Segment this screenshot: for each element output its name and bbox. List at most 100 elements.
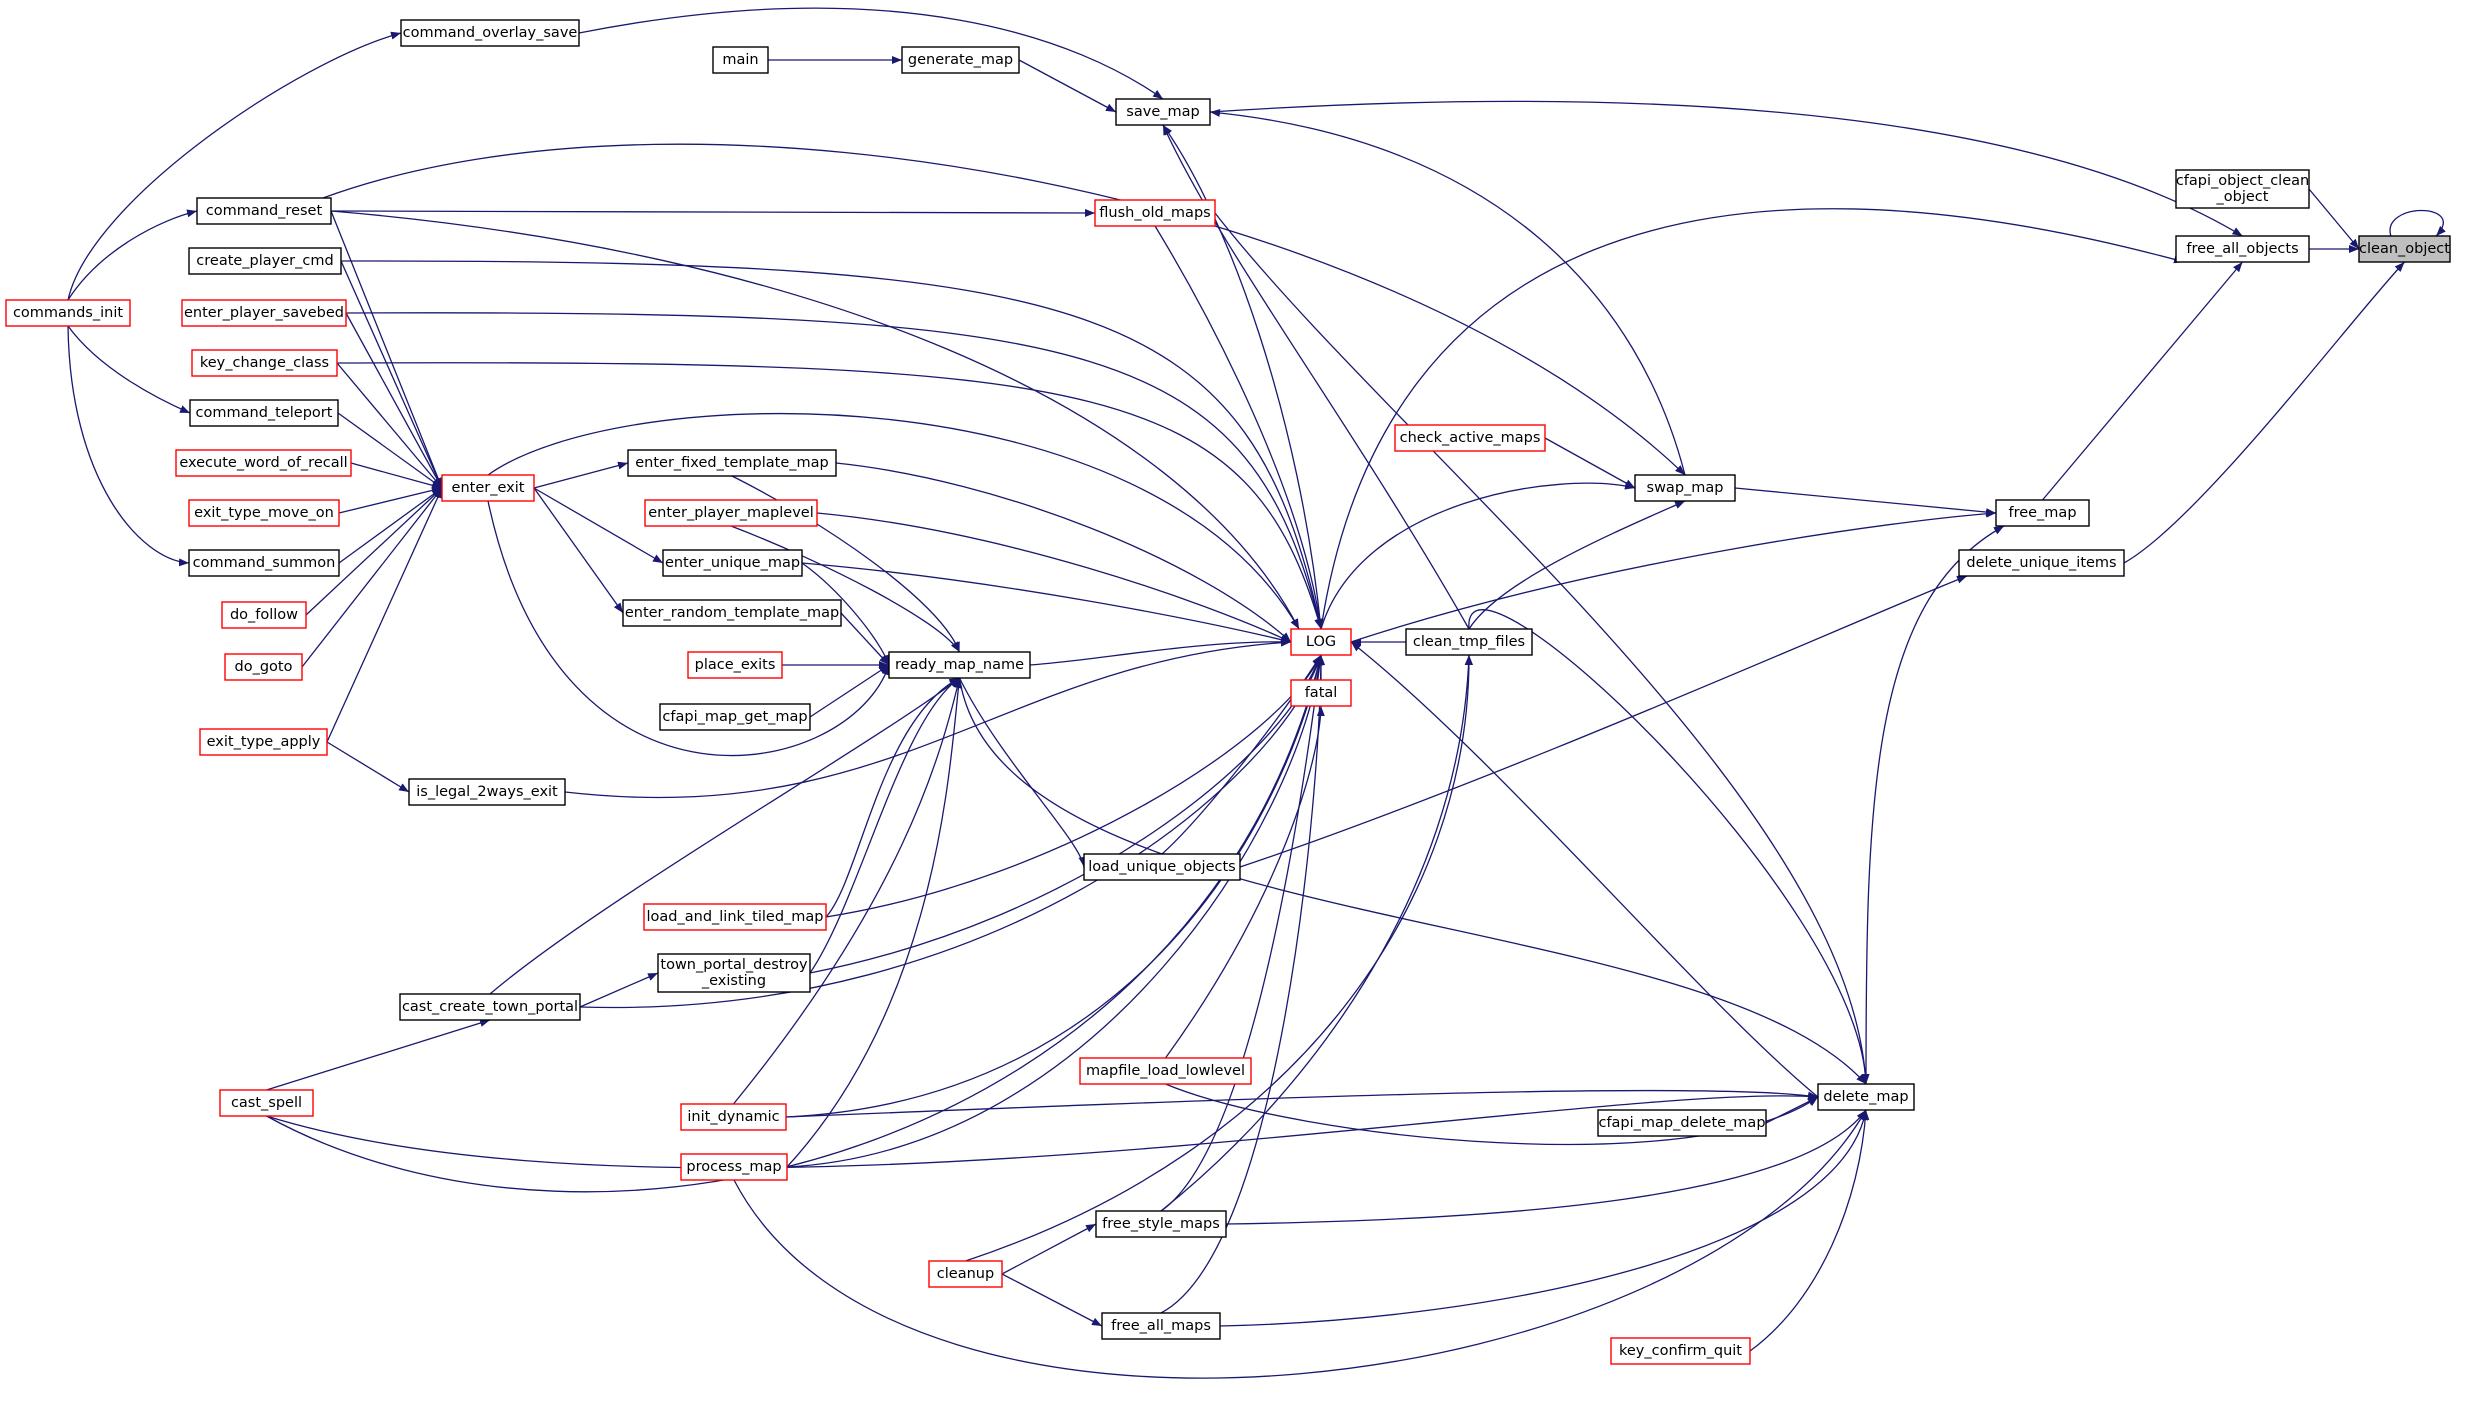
node-free_map[interactable]: free_map — [1995, 499, 2090, 527]
node-box — [659, 703, 811, 731]
node-load_unique_objects[interactable]: load_unique_objects — [1083, 853, 1241, 881]
node-town_portal_destroy_existing[interactable]: town_portal_destroy_existing — [657, 953, 811, 993]
node-cast_spell[interactable]: cast_spell — [219, 1089, 314, 1117]
node-box — [1115, 98, 1211, 126]
edge-cleanup-to-clean_tmp_files — [965, 654, 1474, 1262]
node-command_summon[interactable]: command_summon — [188, 549, 340, 577]
node-process_map[interactable]: process_map — [680, 1153, 788, 1181]
node-delete_map[interactable]: delete_map — [1817, 1083, 1915, 1111]
node-is_legal_2ways_exit[interactable]: is_legal_2ways_exit — [408, 778, 566, 806]
node-enter_fixed_template_map[interactable]: enter_fixed_template_map — [627, 449, 837, 477]
node-cast_create_town_portal[interactable]: cast_create_town_portal — [399, 993, 581, 1021]
node-do_follow[interactable]: do_follow — [221, 601, 307, 629]
node-enter_player_maplevel[interactable]: enter_player_maplevel — [644, 499, 818, 527]
node-box — [643, 903, 827, 931]
node-clean_tmp_files[interactable]: clean_tmp_files — [1405, 628, 1533, 656]
node-main[interactable]: main — [712, 46, 769, 74]
node-cleanup[interactable]: cleanup — [928, 1260, 1003, 1288]
node-box — [1083, 853, 1241, 881]
edge-line — [1225, 1109, 1867, 1225]
node-save_map[interactable]: save_map — [1115, 98, 1211, 126]
node-fatal[interactable]: fatal — [1290, 679, 1352, 707]
edge-line — [1001, 1223, 1097, 1275]
edge-do_goto-to-enter_exit — [301, 487, 443, 668]
node-load_and_link_tiled_map[interactable]: load_and_link_tiled_map — [643, 903, 827, 931]
node-label: cfapi_map_delete_map — [1598, 1115, 1765, 1131]
edge-flush_old_maps-to-delete_map — [1214, 212, 1870, 1085]
edge-line — [345, 312, 443, 489]
edge-enter_player_savebed-to-enter_exit — [345, 312, 443, 489]
node-free_all_maps[interactable]: free_all_maps — [1101, 1312, 1221, 1340]
edge-town_portal_destroy_existing-to-LOG — [809, 654, 1322, 974]
node-create_player_cmd[interactable]: create_player_cmd — [188, 247, 342, 275]
node-flush_old_maps[interactable]: flush_old_maps — [1094, 199, 1216, 227]
node-do_goto[interactable]: do_goto — [224, 653, 303, 681]
edge-exit_type_move_on-to-enter_exit — [338, 486, 443, 514]
edge-line — [338, 486, 443, 514]
node-box — [2175, 235, 2310, 263]
node-execute_word_of_recall[interactable]: execute_word_of_recall — [175, 449, 352, 477]
node-place_exits[interactable]: place_exits — [687, 651, 783, 679]
edge-init_dynamic-to-delete_map — [785, 1089, 1819, 1118]
node-cfapi_map_get_map[interactable]: cfapi_map_get_map — [659, 703, 811, 731]
node-exit_type_move_on[interactable]: exit_type_move_on — [188, 499, 340, 527]
edge-line — [835, 462, 1292, 643]
edge-town_portal_destroy_existing-to-ready_map_name — [809, 677, 960, 974]
edge-LOG-to-free_map — [1350, 509, 1997, 643]
node-label: save_map — [1126, 104, 1199, 120]
node-enter_exit[interactable]: enter_exit — [441, 474, 535, 502]
edge-line — [578, 7, 1164, 100]
node-box — [1958, 549, 2125, 577]
node-cfapi_object_clean_object[interactable]: cfapi_object_clean_object — [2175, 169, 2310, 209]
edge-clean_tmp_files-to-save_map — [1162, 124, 1470, 630]
node-LOG[interactable]: LOG — [1290, 628, 1352, 656]
node-key_confirm_quit[interactable]: key_confirm_quit — [1610, 1337, 1751, 1365]
node-check_active_maps[interactable]: check_active_maps — [1394, 424, 1546, 452]
node-box — [1405, 628, 1533, 656]
node-cfapi_map_delete_map[interactable]: cfapi_map_delete_map — [1597, 1109, 1767, 1137]
node-init_dynamic[interactable]: init_dynamic — [680, 1103, 787, 1131]
node-key_change_class[interactable]: key_change_class — [191, 349, 338, 377]
edge-line — [1749, 1109, 1870, 1352]
edge-line — [330, 210, 1300, 630]
edge-line — [1214, 212, 1870, 1085]
node-ready_map_name[interactable]: ready_map_name — [888, 651, 1031, 679]
node-box — [219, 1089, 314, 1117]
node-generate_map[interactable]: generate_map — [901, 46, 1020, 74]
node-enter_player_savebed[interactable]: enter_player_savebed — [181, 299, 347, 327]
node-label: is_legal_2ways_exit — [416, 784, 558, 800]
edge-line — [1320, 481, 1636, 630]
edge-line — [2042, 261, 2243, 501]
node-enter_random_template_map[interactable]: enter_random_template_map — [622, 599, 842, 627]
node-label: free_all_objects — [2186, 241, 2298, 257]
edge-line — [305, 487, 443, 616]
edge-execute_word_of_recall-to-enter_exit — [350, 462, 443, 490]
edge-load_and_link_tiled_map-to-ready_map_name — [825, 677, 960, 918]
node-exit_type_apply[interactable]: exit_type_apply — [199, 728, 328, 756]
node-command_reset[interactable]: command_reset — [196, 197, 332, 225]
edge-line — [965, 654, 1474, 1262]
edge-line — [345, 312, 1323, 630]
node-free_style_maps[interactable]: free_style_maps — [1095, 1210, 1227, 1238]
node-swap_map[interactable]: swap_map — [1634, 474, 1736, 502]
node-clean_object[interactable]: clean_object — [2358, 235, 2451, 263]
node-box — [1094, 199, 1216, 227]
node-box — [680, 1153, 788, 1181]
node-box — [189, 399, 339, 427]
edge-ready_map_name-to-load_unique_objects — [958, 677, 1087, 868]
edge-cleanup-to-free_all_maps — [1001, 1273, 1103, 1327]
edge-LOG-to-swap_map — [1320, 481, 1636, 630]
node-label: mapfile_load_lowlevel — [1086, 1063, 1245, 1079]
node-mapfile_load_lowlevel[interactable]: mapfile_load_lowlevel — [1079, 1057, 1252, 1085]
node-free_all_objects[interactable]: free_all_objects — [2175, 235, 2310, 263]
node-delete_unique_items[interactable]: delete_unique_items — [1958, 549, 2125, 577]
edge-line — [266, 1092, 1819, 1169]
node-commands_init[interactable]: commands_init — [5, 299, 131, 327]
node-command_overlay_save[interactable]: command_overlay_save — [400, 19, 580, 47]
edge-command_reset-to-flush_old_maps — [330, 208, 1096, 217]
edge-load_unique_objects-to-delete_unique_items — [1239, 575, 1968, 868]
edge-line — [336, 362, 443, 489]
node-enter_unique_map[interactable]: enter_unique_map — [662, 549, 803, 577]
node-command_teleport[interactable]: command_teleport — [189, 399, 339, 427]
edge-enter_player_maplevel-to-ready_map_name — [730, 525, 961, 653]
